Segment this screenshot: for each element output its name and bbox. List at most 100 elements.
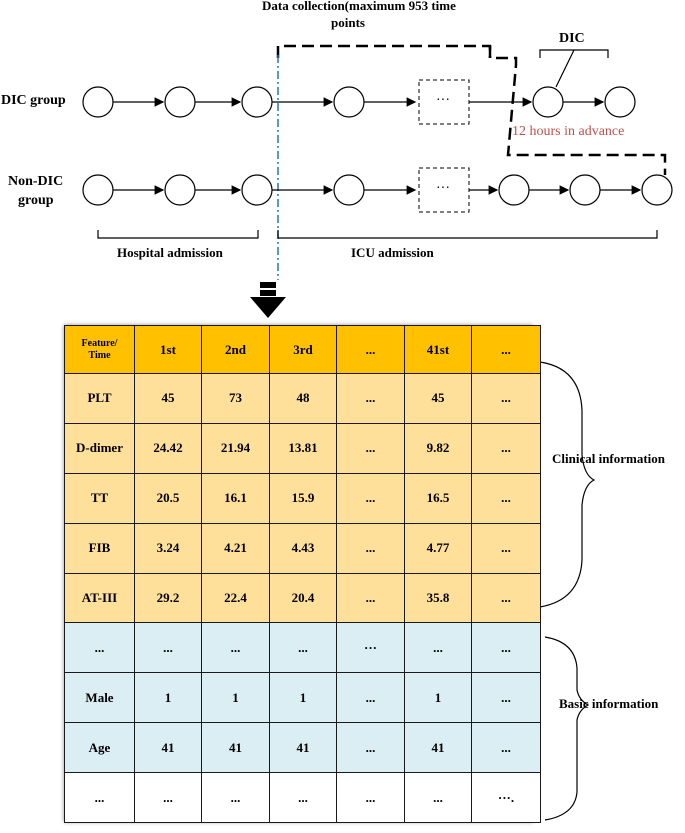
feature-name-cell: Male	[64, 672, 135, 724]
value-cell: 21.94	[201, 422, 270, 474]
value-cell: 41	[269, 722, 337, 774]
hospital-admission-label: Hospital admission	[117, 245, 223, 260]
feature-name-cell: D-dimer	[64, 422, 135, 474]
value-cell: ...	[336, 722, 405, 774]
timepoint-node	[164, 86, 196, 118]
timepoint-node	[641, 174, 673, 206]
timepoint-node	[498, 174, 530, 206]
value-cell: ...	[336, 672, 405, 724]
value-cell: 20.5	[134, 472, 202, 524]
header-cell-feature-time: Feature/ Time	[64, 325, 135, 374]
icu-admission-bracket	[277, 230, 658, 239]
dic-group-label: DIC group	[1, 93, 66, 108]
header-cell: 2nd	[201, 325, 270, 374]
non-dic-group-label: Non-DIC	[8, 174, 64, 189]
value-cell: ...	[336, 472, 405, 524]
value-cell: 4.21	[201, 522, 270, 574]
dic-label: DIC	[559, 31, 585, 46]
timepoint-node	[241, 174, 273, 206]
dic-pointer-line	[555, 49, 575, 88]
value-cell: 41	[134, 722, 202, 774]
value-cell: 20.4	[269, 572, 337, 624]
dic-region-boundary	[488, 46, 667, 175]
value-cell: ...	[201, 772, 270, 824]
hospital-admission-bracket	[97, 230, 259, 239]
value-cell: 73	[201, 373, 270, 424]
data-collection-label-cont: points	[331, 15, 365, 30]
value-cell: 1	[134, 672, 202, 724]
clinical-info-brace	[539, 361, 596, 608]
timepoint-node	[569, 174, 601, 206]
value-cell: ...	[269, 622, 337, 674]
feature-name-cell: PLT	[64, 373, 135, 424]
value-cell: ...	[336, 422, 405, 474]
data-collection-label: Data collection(maximum 953 time	[262, 0, 456, 13]
value-cell: ...	[471, 672, 541, 724]
value-cell: 1	[201, 672, 270, 724]
value-cell: ···.	[471, 772, 541, 824]
value-cell: ...	[471, 422, 541, 474]
feature-name-cell: AT-III	[64, 572, 135, 624]
value-cell: 1	[404, 672, 472, 724]
value-cell: 15.9	[269, 472, 337, 524]
value-cell: ...	[336, 572, 405, 624]
value-cell: ...	[336, 373, 405, 424]
timepoint-node	[82, 174, 114, 206]
down-arrow-icon	[250, 282, 286, 318]
header-cell: ...	[471, 325, 541, 374]
value-cell: 29.2	[134, 572, 202, 624]
value-cell: ...	[269, 772, 337, 824]
value-cell: ...	[404, 622, 472, 674]
value-cell: ...	[471, 373, 541, 424]
timepoint-node	[333, 174, 365, 206]
value-cell: 45	[404, 373, 472, 424]
header-cell: 1st	[134, 325, 202, 374]
value-cell: 35.8	[404, 572, 472, 624]
value-cell: ...	[471, 722, 541, 774]
icu-admission-label: ICU admission	[351, 245, 434, 260]
value-cell: ...	[336, 522, 405, 574]
ellipsis-text: ···	[436, 93, 450, 108]
ellipsis-text: ···	[436, 181, 450, 196]
value-cell: ...	[471, 572, 541, 624]
header-cell: ...	[336, 325, 405, 374]
data-collection-bracket	[276, 44, 492, 58]
timepoint-node	[241, 86, 273, 118]
timepoint-node	[604, 86, 636, 118]
value-cell: 16.5	[404, 472, 472, 524]
value-cell: 24.42	[134, 422, 202, 474]
table-row: ............···......	[64, 622, 541, 674]
value-cell: ...	[404, 772, 472, 824]
non-dic-group-label-cont: group	[18, 193, 54, 208]
table-row: ..................···.	[64, 772, 541, 824]
value-cell: 22.4	[201, 572, 270, 624]
value-cell: 13.81	[269, 422, 337, 474]
feature-name-cell: ...	[64, 622, 135, 674]
value-cell: 48	[269, 373, 337, 424]
header-cell: 41st	[404, 325, 472, 374]
value-cell: ...	[134, 772, 202, 824]
header-cell: 3rd	[269, 325, 337, 374]
value-cell: 4.77	[404, 522, 472, 574]
non-dic-group-timeline	[82, 167, 673, 213]
value-cell: 41	[201, 722, 270, 774]
value-cell: ...	[336, 772, 405, 824]
feature-name-cell: FIB	[64, 522, 135, 574]
feature-name-cell: TT	[64, 472, 135, 524]
value-cell: 45	[134, 373, 202, 424]
basic-information-label: Basic information	[559, 696, 659, 711]
feature-name-cell: Age	[64, 722, 135, 774]
value-cell: 16.1	[201, 472, 270, 524]
basic-info-brace	[544, 636, 590, 821]
value-cell: 4.43	[269, 522, 337, 574]
